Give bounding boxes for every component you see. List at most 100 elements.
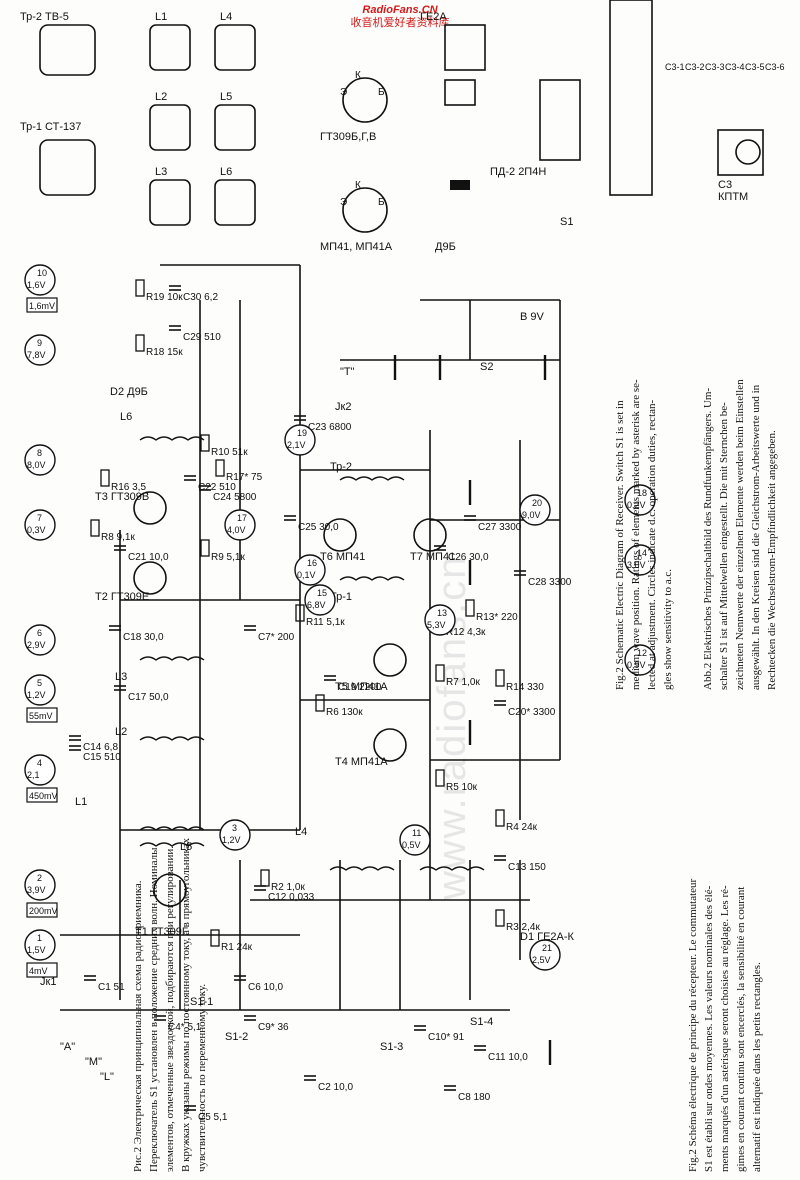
resistor-label: R1 24к: [221, 942, 253, 953]
measurement-circle: [624, 644, 656, 676]
coil-label: L1: [75, 796, 87, 808]
capacitor-label: C22 510: [198, 482, 236, 493]
measurement-circle: [224, 509, 256, 541]
measurement-number: 7: [37, 513, 42, 523]
switch-label: S1-1: [190, 996, 213, 1008]
capacitor-label: C1 51: [98, 982, 125, 993]
capacitor-label: C15 510: [83, 752, 121, 763]
legend-coil-label: L4: [220, 11, 232, 23]
measurement-voltage: 5,3V: [427, 620, 446, 630]
measurement-voltage: 2,9V: [27, 640, 46, 650]
label-jack1: Jк1: [40, 976, 56, 988]
resistor-symbol: [295, 604, 305, 622]
measurement-number: 14: [637, 548, 647, 558]
capacitor-label: C29 510: [183, 332, 221, 343]
resistor-label: R11 5,1к: [306, 617, 345, 628]
measurement-voltage: 0,1V: [297, 570, 316, 580]
measurement-voltage: 0,2V: [627, 500, 646, 510]
label-t6: T6 МП41: [320, 551, 365, 563]
measurement-number: 20: [532, 498, 542, 508]
measurement-voltage: 1,5V: [27, 945, 46, 955]
measurement-circle: [424, 604, 456, 636]
sensitivity-value: 1,6mV: [29, 301, 55, 311]
capacitor-label: C23 6800: [308, 422, 352, 433]
resistor-symbol: [260, 869, 270, 887]
component-labels: "A" "M" "L" Jк1 Jк2 "T" T1 ГТ309Г T2 ГТ3…: [40, 311, 575, 1083]
c3-section-label: C3-3: [705, 62, 725, 72]
measurement-circle: [24, 509, 56, 541]
measurement-number: 9: [37, 338, 42, 348]
legend-coil-label: L3: [155, 166, 167, 178]
capacitor-label: C9* 36: [258, 1022, 289, 1033]
caption-en-line: medium wave position. Ratings of element…: [630, 379, 642, 690]
resistor-label: R17* 75: [226, 472, 263, 483]
measurement-circle: [24, 929, 56, 961]
resistor-symbol: [100, 469, 110, 487]
sensitivity-box: [26, 902, 58, 918]
coil-label: L6: [120, 411, 132, 423]
resistor-symbol: [210, 929, 220, 947]
measurement-number: 10: [37, 268, 47, 278]
caption-en-line: gles show sensitivity to a.c.: [662, 569, 674, 690]
c3-section-label: C3-5: [745, 62, 765, 72]
legend-coil-label: L6: [220, 166, 232, 178]
watermark-tagline: 收音机爱好者资料库: [350, 17, 450, 29]
label-t7: T7 МП41: [410, 551, 455, 563]
watermark-site: RadioFans.CN: [362, 4, 438, 16]
capacitor-label: C4* 5,1: [168, 1022, 202, 1033]
measurement-voltage: 2,5V: [532, 955, 551, 965]
label-t5: T5 МП41А: [335, 681, 388, 693]
legend-coil-label: L5: [220, 91, 232, 103]
resistor-symbol: [135, 334, 145, 352]
label-d2: D2 Д9Б: [110, 386, 148, 398]
parts-legend: Тр-1 СТ-137 Тр-2 ТВ-5 МП41, МП41А ГТ309Б…: [20, 11, 748, 253]
measurement-circle: [24, 754, 56, 786]
capacitor-label: C19 2200: [338, 682, 382, 693]
resistor-label: R8 9,1к: [101, 532, 135, 543]
caption-fr-line: S1 est établi sur ondes moyennes. Les va…: [703, 885, 715, 1172]
measurement-voltage: 3,0V: [627, 560, 646, 570]
c3-section-label: C3-2: [685, 62, 705, 72]
caption-de-line: zeichneten Nennwerte der einzelnen Eleme…: [734, 379, 746, 690]
measurement-voltage: 2,1: [27, 770, 40, 780]
coil-label: L2: [115, 726, 127, 738]
switch-label: S1-3: [380, 1041, 403, 1053]
measurement-number: 17: [237, 513, 247, 523]
legend-diode-ge: ГЕ2А: [420, 11, 447, 23]
measurement-circle: [24, 624, 56, 656]
resistor-label: R14 330: [506, 682, 544, 693]
measurement-voltage: 6,8V: [307, 600, 326, 610]
resistor-symbol: [495, 909, 505, 927]
pin-label: К: [355, 70, 361, 81]
measurement-number: 3: [232, 823, 237, 833]
measurement-circle: [219, 819, 251, 851]
sensitivity-box: [26, 787, 58, 803]
resistor-symbol: [200, 434, 210, 452]
capacitor-label: C17 50,0: [128, 692, 169, 703]
resistor-symbol: [135, 279, 145, 297]
capacitor-label: C13 150: [508, 862, 546, 873]
label-t-mark: "T": [340, 366, 355, 378]
label-d1: D1 ГЕ2А-К: [520, 931, 575, 943]
measurement-number: 11: [412, 828, 421, 838]
resistor-label: R7 1,0к: [446, 677, 480, 688]
sensitivity-box: [26, 962, 58, 978]
resistor-label: R6 130к: [326, 707, 363, 718]
transistor-bodies: [133, 491, 447, 907]
resistor-symbol: [495, 809, 505, 827]
label-t4: T4 МП41А: [335, 756, 388, 768]
coil-windings: [139, 436, 485, 871]
resistor-label: R16 3,5: [111, 482, 146, 493]
pin-label: Б: [378, 87, 385, 98]
measurement-voltage: 2,1V: [287, 440, 306, 450]
measurement-voltage: 0,9V: [627, 660, 646, 670]
measurement-number: 1: [37, 933, 42, 943]
capacitor-label: C8 180: [458, 1092, 491, 1103]
sensitivity-value: 450mV: [29, 791, 58, 801]
capacitor-label: C28 3300: [528, 577, 572, 588]
measurement-circle: [24, 334, 56, 366]
c3-section-label: C3-6: [765, 62, 785, 72]
